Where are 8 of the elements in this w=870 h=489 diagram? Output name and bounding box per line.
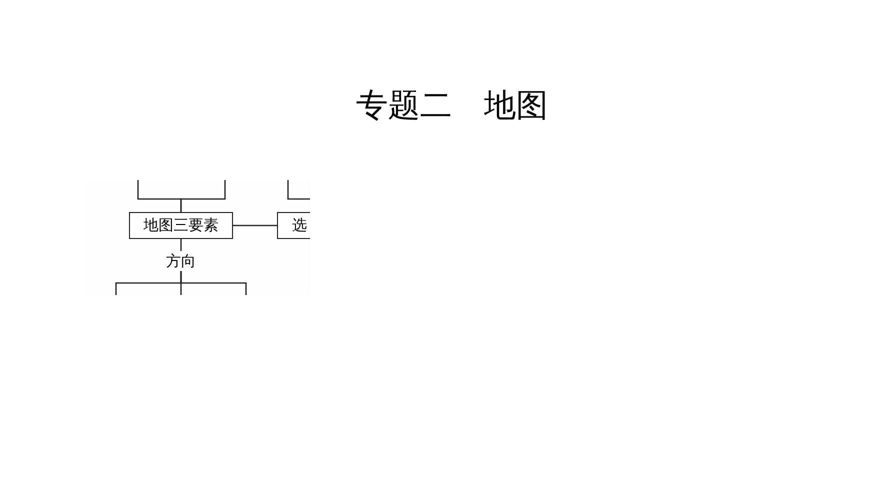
connector-line: [233, 224, 277, 226]
process-box: 选: [277, 212, 310, 239]
connector-line: [180, 271, 247, 295]
connector-line: [180, 239, 182, 251]
connector-line: [180, 180, 226, 212]
title: 专题二 地图: [355, 86, 549, 125]
node-label: 方向: [164, 251, 198, 271]
process-box: 地图三要素: [129, 212, 233, 239]
